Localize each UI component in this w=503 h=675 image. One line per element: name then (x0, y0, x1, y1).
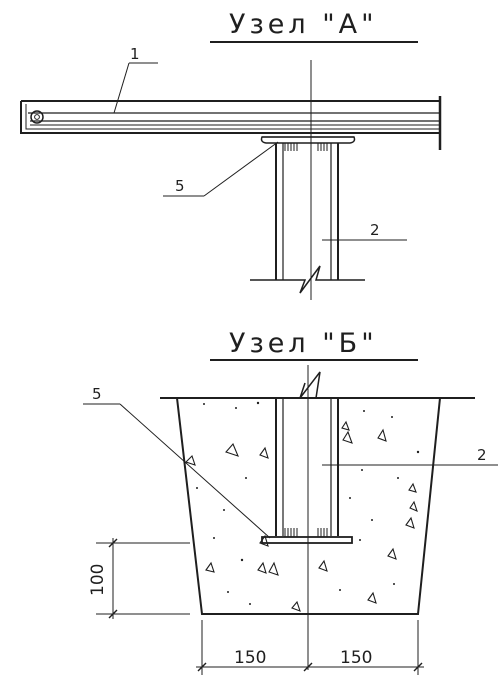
callout-2-a: 2 (322, 221, 407, 241)
beam-element-1 (20, 96, 442, 150)
callout-5-b-label: 5 (92, 385, 102, 403)
callout-5-b: 5 (83, 385, 271, 539)
callout-2-a-label: 2 (370, 221, 380, 239)
concrete-hatch (184, 420, 418, 612)
beam-end-circle (30, 110, 44, 124)
node-a-title: Узел "А" (229, 9, 378, 40)
concrete-foundation (176, 397, 441, 615)
dimension-depth: 100 (88, 538, 190, 619)
callout-5-a: 5 (163, 141, 279, 197)
node-b-title: Узел "Б" (229, 328, 378, 359)
column-element-2-b (275, 371, 339, 537)
dimension-right-label: 150 (340, 648, 372, 668)
callout-1: 1 (113, 45, 158, 114)
concrete-dots (196, 401, 420, 605)
callout-2-b-label: 2 (477, 446, 487, 464)
node-a-drawing: 1 5 2 (20, 41, 442, 300)
callout-5-a-label: 5 (175, 177, 185, 195)
dimension-left-label: 150 (234, 648, 266, 668)
node-b-drawing: 5 2 100 (83, 359, 498, 675)
bearing-plate-a (260, 136, 356, 144)
column-element-2 (250, 143, 365, 294)
dimension-width: 150 150 (196, 620, 424, 675)
dimension-depth-label: 100 (88, 564, 108, 596)
callout-2-b: 2 (322, 446, 498, 466)
callout-1-label: 1 (130, 45, 140, 63)
base-plate (261, 536, 353, 544)
